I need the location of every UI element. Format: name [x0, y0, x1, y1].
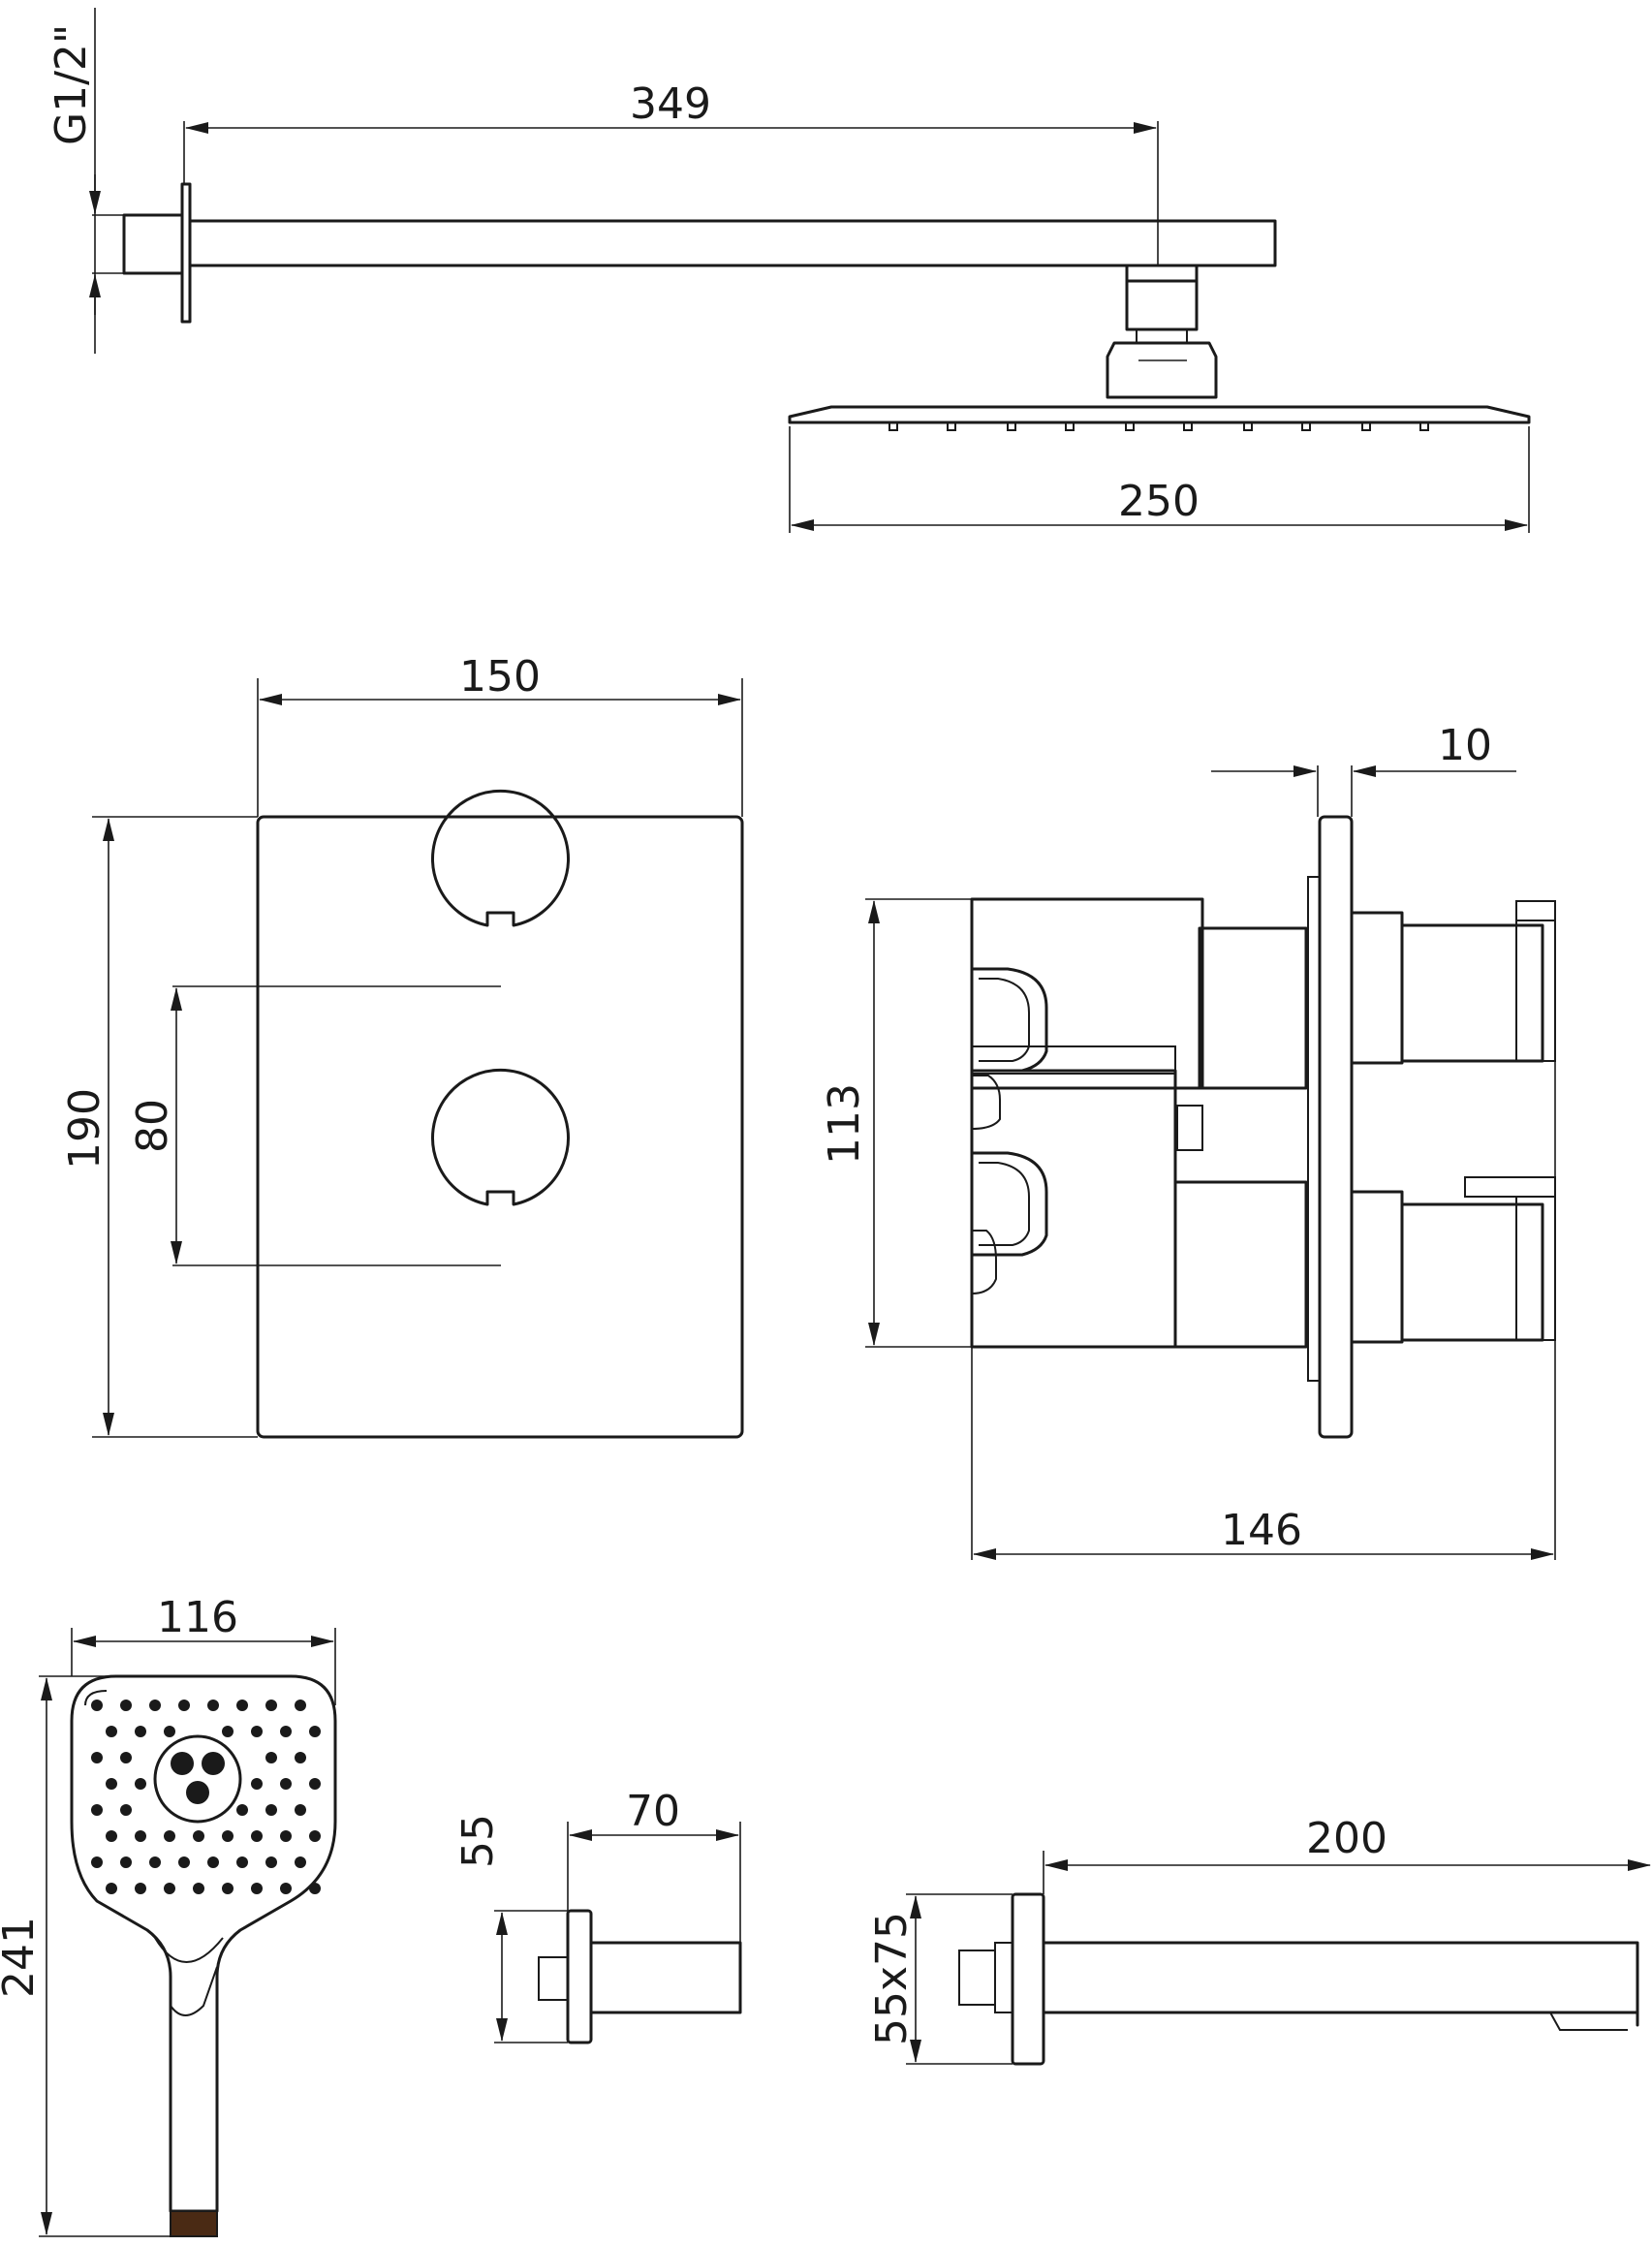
nozzle-dot [193, 1883, 204, 1894]
nozzle-dot [251, 1778, 263, 1790]
nozzle-dot [91, 1804, 103, 1816]
nozzle-dot [120, 1752, 132, 1763]
spout-section-label: 55x75 [867, 1912, 917, 2045]
nozzle-dot [251, 1830, 263, 1842]
nozzle-dot [265, 1804, 277, 1816]
nozzle-dot [265, 1752, 277, 1763]
nozzle-dot [280, 1778, 292, 1790]
nozzle-dot [207, 1700, 219, 1711]
nozzle-dot [222, 1830, 234, 1842]
nozzle-dot [120, 1804, 132, 1816]
knob-spacing-label: 80 [128, 1099, 177, 1153]
hand-shower-nozzles [91, 1700, 321, 1894]
plate-width-label: 150 [459, 652, 541, 702]
valve-side-view: 10 113 146 [820, 721, 1556, 1560]
nozzle-dot [222, 1883, 234, 1894]
nozzle-dot [295, 1804, 306, 1816]
plate-height-label: 190 [60, 1088, 109, 1170]
handshower-length-label: 241 [0, 1917, 44, 1998]
thread-dimension-label: G1/2" [47, 24, 96, 145]
nozzle-dot [309, 1830, 321, 1842]
nozzle-dot [91, 1700, 103, 1711]
nozzle-dot [251, 1726, 263, 1737]
nozzle-dot [309, 1883, 321, 1894]
nozzle-dot [164, 1883, 175, 1894]
nozzle-dot [222, 1726, 234, 1737]
plate-depth-label: 10 [1438, 721, 1492, 770]
shower-arm-view: G1/2" 349 250 [47, 8, 1531, 533]
nozzle-dot [280, 1883, 292, 1894]
nozzle-dot [120, 1856, 132, 1868]
control-plate-front-view: 150 190 80 [60, 652, 744, 1439]
nozzle-dot [309, 1778, 321, 1790]
nozzle-dot [193, 1830, 204, 1842]
nozzle-dot [91, 1856, 103, 1868]
nozzle-dot [309, 1726, 321, 1737]
nozzle-dot [135, 1778, 146, 1790]
wall-outlet-view: 55 70 [453, 1787, 742, 2044]
nozzle-dot [135, 1883, 146, 1894]
bath-spout-view: 200 55x75 [867, 1814, 1651, 2066]
nozzle-dot [207, 1856, 219, 1868]
lower-knob [431, 1068, 570, 1206]
nozzle-dot [236, 1700, 248, 1711]
valve-height-label: 113 [820, 1083, 869, 1165]
nozzle-dot [135, 1726, 146, 1737]
nozzle-dot [178, 1700, 190, 1711]
nozzle-dot [135, 1830, 146, 1842]
nozzle-dot [149, 1700, 161, 1711]
nozzle-dot [178, 1856, 190, 1868]
nozzle-dot [91, 1752, 103, 1763]
nozzle-dot [265, 1700, 277, 1711]
nozzle-dot [106, 1726, 117, 1737]
nozzle-dot [251, 1883, 263, 1894]
handshower-width-label: 116 [157, 1593, 238, 1642]
nozzle-dot [106, 1883, 117, 1894]
nozzle-dot [295, 1856, 306, 1868]
nozzle-dot [149, 1856, 161, 1868]
nozzle-dot [120, 1700, 132, 1711]
nozzle-dot [106, 1830, 117, 1842]
nozzle-dot [106, 1778, 117, 1790]
nozzle-dot [236, 1804, 248, 1816]
nozzle-dot [280, 1726, 292, 1737]
head-width-label: 250 [1118, 477, 1200, 526]
valve-depth-label: 146 [1221, 1506, 1302, 1555]
nozzle-row [888, 421, 1429, 431]
nozzle-dot [280, 1830, 292, 1842]
spout-length-label: 200 [1306, 1814, 1387, 1863]
outlet-height-label: 55 [453, 1814, 503, 1868]
outlet-depth-label: 70 [626, 1787, 680, 1836]
nozzle-dot [236, 1856, 248, 1868]
nozzle-dot [295, 1752, 306, 1763]
nozzle-dot [265, 1856, 277, 1868]
nozzle-dot [295, 1700, 306, 1711]
nozzle-dot [164, 1726, 175, 1737]
hand-shower-view: 116 241 [0, 1593, 337, 2237]
arm-length-label: 349 [630, 79, 711, 129]
upper-knob [431, 789, 570, 927]
nozzle-dot [164, 1830, 175, 1842]
